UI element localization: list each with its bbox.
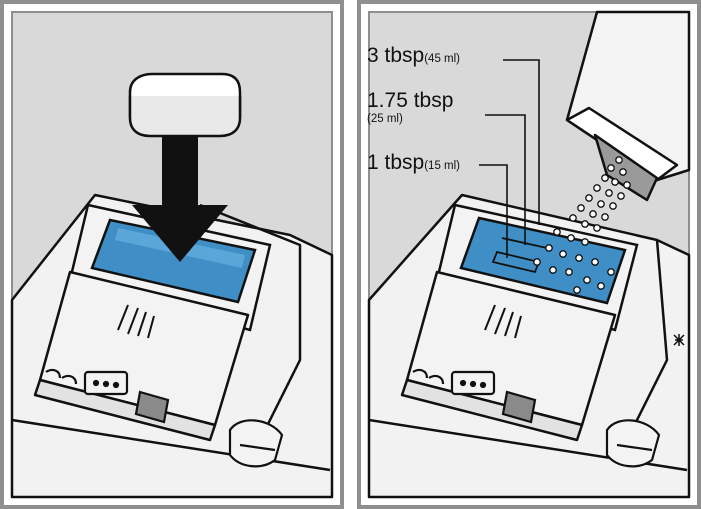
fill-amount-15ml: 1 tbsp — [367, 151, 424, 174]
fill-amount-25ml: 1.75 tbsp — [367, 90, 453, 111]
powder-illustration — [357, 0, 701, 509]
fill-volume-45ml: (45 ml) — [424, 53, 460, 65]
fill-volume-15ml: (15 ml) — [424, 160, 460, 172]
rinse-aid-cap — [230, 420, 282, 466]
panel-fill-powder: 3 tbsp(45 ml) 1.75 tbsp (25 ml) 1 tbsp(1… — [357, 0, 701, 509]
sparkle-icon — [674, 334, 684, 346]
fill-amount-45ml: 3 tbsp — [367, 44, 424, 67]
fill-volume-25ml: (25 ml) — [367, 114, 453, 126]
fill-label-25ml: 1.75 tbsp (25 ml) — [367, 90, 453, 126]
panel-insert-tablet — [0, 0, 344, 509]
fill-label-45ml: 3 tbsp(45 ml) — [367, 45, 460, 66]
fill-label-15ml: 1 tbsp(15 ml) — [367, 152, 460, 173]
tablet-illustration — [0, 0, 344, 509]
dishwasher-tablet-icon — [130, 74, 240, 136]
rinse-aid-cap — [607, 420, 659, 466]
